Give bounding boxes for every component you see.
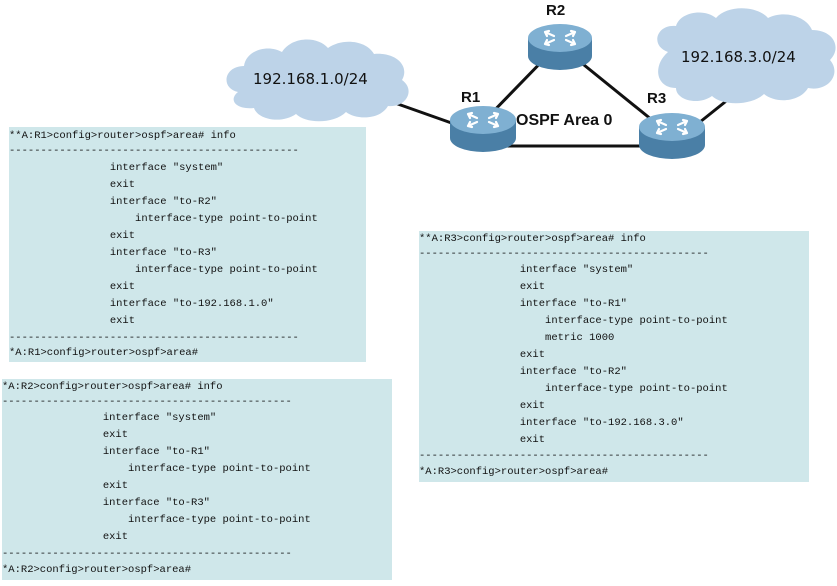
config-line: exit (2, 429, 129, 441)
router-arrows-icon (466, 111, 500, 129)
config-prompt: *A:R2>config>router>ospf>area# (2, 564, 192, 576)
config-line: exit (9, 230, 136, 242)
config-line: exit (419, 400, 546, 412)
config-line: exit (419, 281, 546, 293)
config-line: interface "to-R3" (9, 247, 217, 259)
router-arrows-icon (543, 29, 577, 47)
network-cloud-192-168-1-0: 192.168.1.0/24 (226, 39, 409, 122)
router-top (639, 113, 705, 141)
config-line: **A:R3>config>router>ospf>area# info (419, 233, 646, 245)
router-r1: R1 (450, 89, 516, 152)
config-line: *A:R2>config>router>ospf>area# info (2, 381, 223, 393)
config-prompt: *A:R1>config>router>ospf>area# (9, 347, 199, 359)
router-top (528, 24, 592, 52)
config-line: interface "to-192.168.1.0" (9, 298, 274, 310)
config-line: exit (9, 315, 136, 327)
config-line: interface-type point-to-point (2, 463, 311, 475)
config-line: ----------------------------------------… (419, 450, 709, 462)
config-prompt: *A:R3>config>router>ospf>area# (419, 466, 609, 478)
config-panel-r3: **A:R3>config>router>ospf>area# info ---… (419, 231, 809, 482)
config-line: **A:R1>config>router>ospf>area# info (9, 130, 236, 142)
config-line: ----------------------------------------… (9, 145, 299, 157)
config-panel-r1: **A:R1>config>router>ospf>area# info ---… (9, 127, 366, 362)
ospf-area-label: OSPF Area 0 (516, 112, 612, 129)
config-line: exit (9, 179, 136, 191)
config-line: ----------------------------------------… (2, 548, 292, 560)
config-line: interface "system" (419, 264, 634, 276)
router-arrows-icon (655, 118, 689, 136)
config-line: interface "system" (9, 162, 224, 174)
config-line: ----------------------------------------… (419, 248, 709, 260)
config-line: interface "to-192.168.3.0" (419, 417, 684, 429)
config-line: exit (419, 349, 546, 361)
config-line: interface-type point-to-point (9, 264, 318, 276)
config-line: interface "to-R3" (2, 497, 210, 509)
config-line: interface "to-R1" (2, 446, 210, 458)
network-label: 192.168.3.0/24 (681, 48, 796, 66)
network-cloud-192-168-3-0: 192.168.3.0/24 (657, 8, 836, 104)
config-line: exit (2, 480, 129, 492)
config-line: interface-type point-to-point (9, 213, 318, 225)
config-line: exit (419, 434, 546, 446)
config-line: interface-type point-to-point (419, 315, 728, 327)
router-label: R2 (546, 2, 565, 19)
config-line: ----------------------------------------… (2, 396, 292, 408)
cloud-shape (226, 39, 409, 122)
router-label: R1 (461, 89, 480, 106)
router-label: R3 (647, 90, 666, 107)
config-line: exit (2, 531, 129, 543)
cloud-shape (657, 8, 836, 104)
config-line: interface "system" (2, 412, 217, 424)
router-top (450, 106, 516, 134)
network-label: 192.168.1.0/24 (253, 70, 368, 88)
config-line: interface-type point-to-point (2, 514, 311, 526)
config-line: interface "to-R2" (419, 366, 627, 378)
config-line: interface "to-R2" (9, 196, 217, 208)
config-panel-r2: *A:R2>config>router>ospf>area# info ----… (2, 379, 392, 580)
config-line: interface-type point-to-point (419, 383, 728, 395)
router-r3: R3 (639, 90, 705, 159)
config-line: ----------------------------------------… (9, 332, 299, 344)
config-line: interface "to-R1" (419, 298, 627, 310)
config-line: exit (9, 281, 136, 293)
config-line: metric 1000 (419, 332, 615, 344)
router-r2: R2 (528, 2, 592, 70)
link-r1-net1 (394, 101, 461, 128)
